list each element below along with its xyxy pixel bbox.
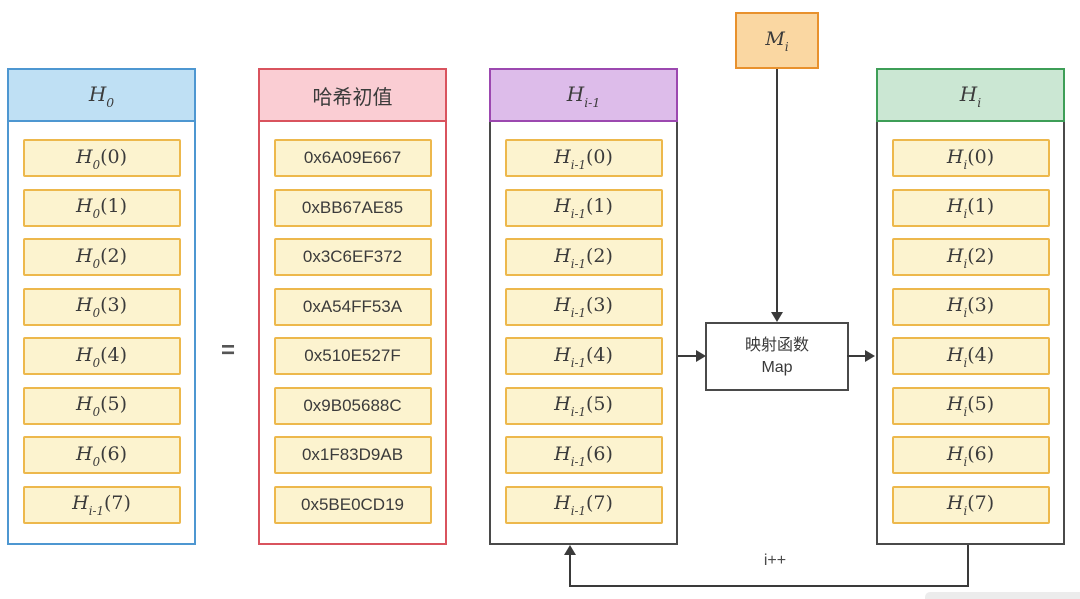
- loop-arrow-horizontal-segment: [569, 585, 969, 587]
- watermark-shape: [925, 592, 1080, 599]
- column-header-h0: H0: [7, 68, 196, 122]
- arrow-mi-to-map-head-icon: [771, 312, 783, 322]
- hash-word-cell: Hi(5): [891, 386, 1050, 425]
- column-h-prev: Hi-1 Hi-1(0) Hi-1(1) Hi-1(2) Hi-1(3) Hi-…: [489, 68, 678, 545]
- hash-word-cell: H0(6): [22, 436, 181, 474]
- loop-arrow-head-icon: [564, 545, 576, 555]
- map-function-label-en: Map: [761, 358, 793, 376]
- column-h-i: Hi Hi(0) Hi(1) Hi(2) Hi(3) Hi(4) Hi(5) H…: [876, 68, 1065, 545]
- map-function-box: 映射函数 Map: [705, 322, 849, 391]
- column-hash-init: 哈希初值 0x6A09E667 0xBB67AE85 0x3C6EF372 0x…: [258, 68, 447, 545]
- hash-word-cell: H0(4): [22, 337, 181, 375]
- hash-value-cell: 0x3C6EF372: [273, 238, 432, 276]
- hash-word-cell: Hi(7): [891, 485, 1050, 524]
- hash-word-cell: Hi-1(5): [504, 386, 663, 425]
- hash-word-cell: Hi(1): [891, 188, 1050, 227]
- hash-value-cell: 0xBB67AE85: [273, 188, 432, 227]
- hash-word-cell: H0(1): [22, 188, 181, 227]
- hash-value-cell: 0xA54FF53A: [273, 287, 432, 326]
- loop-arrow-up-segment: [569, 554, 571, 587]
- hash-word-cell: Hi-1(7): [504, 485, 663, 524]
- hash-word-cell: Hi(0): [891, 139, 1050, 177]
- column-body-hash-init: 0x6A09E667 0xBB67AE85 0x3C6EF372 0xA54FF…: [258, 122, 447, 545]
- hash-word-cell: Hi(3): [891, 287, 1050, 326]
- hash-word-cell: Hi-1(7): [22, 485, 181, 524]
- column-h0: H0 H0(0) H0(1) H0(2) H0(3) H0(4) H0(5) H…: [7, 68, 196, 545]
- hash-word-cell: H0(5): [22, 386, 181, 425]
- hash-word-cell: H0(3): [22, 287, 181, 326]
- equals-sign: =: [220, 337, 235, 364]
- hash-value-cell: 0x1F83D9AB: [273, 436, 432, 474]
- arrow-hprev-to-map-line: [678, 355, 698, 357]
- hash-word-cell: H0(2): [22, 238, 181, 276]
- arrow-mi-to-map-line: [776, 69, 778, 313]
- loop-arrow-down-segment: [967, 545, 969, 587]
- column-body-h-prev: Hi-1(0) Hi-1(1) Hi-1(2) Hi-1(3) Hi-1(4) …: [489, 122, 678, 545]
- hash-word-cell: H0(0): [22, 139, 181, 177]
- arrow-map-to-hi-head-icon: [865, 350, 875, 362]
- arrow-hprev-to-map-head-icon: [696, 350, 706, 362]
- hash-value-cell: 0x510E527F: [273, 337, 432, 375]
- column-header-h-prev: Hi-1: [489, 68, 678, 122]
- column-body-h-i: Hi(0) Hi(1) Hi(2) Hi(3) Hi(4) Hi(5) Hi(6…: [876, 122, 1065, 545]
- column-header-hash-init: 哈希初值: [258, 68, 447, 122]
- hash-word-cell: Hi-1(0): [504, 139, 663, 177]
- hash-word-cell: Hi(2): [891, 238, 1050, 276]
- hash-word-cell: Hi-1(4): [504, 337, 663, 375]
- hash-value-cell: 0x9B05688C: [273, 386, 432, 425]
- hash-word-cell: Hi(6): [891, 436, 1050, 474]
- hash-value-cell: 0x5BE0CD19: [273, 485, 432, 524]
- message-block-box: Mi: [735, 12, 819, 69]
- map-function-label-cn: 映射函数: [744, 336, 809, 354]
- hash-word-cell: Hi-1(1): [504, 188, 663, 227]
- hash-word-cell: Hi-1(2): [504, 238, 663, 276]
- column-body-h0: H0(0) H0(1) H0(2) H0(3) H0(4) H0(5) H0(6…: [7, 122, 196, 545]
- hash-word-cell: Hi(4): [891, 337, 1050, 375]
- arrow-map-to-hi-line: [847, 355, 867, 357]
- hash-word-cell: Hi-1(6): [504, 436, 663, 474]
- hash-value-cell: 0x6A09E667: [273, 139, 432, 177]
- hash-word-cell: Hi-1(3): [504, 287, 663, 326]
- column-header-h-i: Hi: [876, 68, 1065, 122]
- loop-increment-label: i++: [763, 552, 787, 569]
